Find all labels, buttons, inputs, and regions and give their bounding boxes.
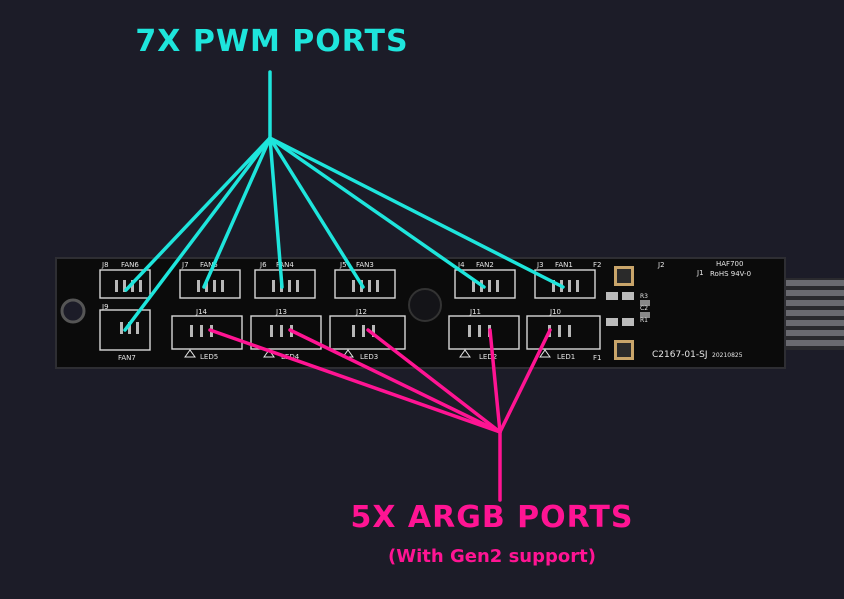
label-r3: R3 [640, 293, 648, 300]
header-led3 [329, 315, 406, 350]
label-j3: J3 [536, 261, 544, 269]
header-led4 [250, 315, 322, 350]
argb-callout-lines [208, 328, 552, 502]
label-fan2: FAN2 [476, 261, 494, 269]
label-j4: J4 [457, 261, 465, 269]
label-j5: J5 [339, 261, 347, 269]
header-fan6 [99, 269, 151, 299]
pwm-ports-headline: 7X PWM PORTS [135, 24, 409, 59]
label-led2: LED2 [479, 353, 497, 361]
silkscreen-labels: J8 FAN6 J7 FAN5 J6 FAN4 J5 FAN3 J4 FAN2 … [101, 260, 751, 362]
mount-hole-center [408, 288, 442, 322]
label-j7: J7 [181, 261, 189, 269]
label-haf700: HAF700 [716, 260, 743, 268]
label-c2: C2 [640, 305, 648, 312]
label-fan4: FAN4 [276, 261, 294, 269]
label-fan6: FAN6 [121, 261, 139, 269]
pwm-headers [99, 269, 596, 351]
label-fan5: FAN5 [200, 261, 218, 269]
label-fan3: FAN3 [356, 261, 374, 269]
label-led5: LED5 [200, 353, 218, 361]
label-fan7: FAN7 [118, 354, 136, 362]
label-r1: R1 [640, 317, 648, 324]
header-led5 [171, 315, 243, 350]
header-fan4 [254, 269, 316, 299]
pin1-triangle-markers [184, 349, 551, 358]
header-fan7 [99, 309, 151, 351]
header-led1 [526, 315, 601, 350]
label-j10: J10 [549, 308, 561, 316]
mount-hole-left [60, 298, 86, 324]
label-j12: J12 [355, 308, 367, 316]
argb-gen2-subheadline: (With Gen2 support) [388, 546, 596, 567]
label-board-date: 20210825 [712, 352, 743, 359]
label-j1: J1 [696, 269, 704, 277]
label-fan1: FAN1 [555, 261, 573, 269]
label-j14: J14 [195, 308, 208, 316]
header-fan3 [334, 269, 396, 299]
pwm-callout-lines [123, 70, 565, 332]
header-fan2 [454, 269, 516, 299]
label-j2: J2 [657, 261, 665, 269]
header-led2 [448, 315, 520, 350]
label-f2: F2 [593, 261, 601, 269]
argb-ports-headline: 5X ARGB PORTS [350, 500, 634, 535]
label-j13: J13 [275, 308, 287, 316]
smd-components [606, 266, 650, 360]
label-led1: LED1 [557, 353, 575, 361]
label-j8: J8 [101, 261, 109, 269]
label-led3: LED3 [360, 353, 378, 361]
header-fan1 [534, 269, 596, 299]
label-j9: J9 [101, 303, 109, 311]
argb-headers [171, 315, 601, 350]
label-j11: J11 [469, 308, 481, 316]
label-rohs: RoHS 94V-0 [710, 270, 751, 278]
label-board-code: C2167-01-SJ [652, 350, 708, 360]
label-j6: J6 [259, 261, 267, 269]
label-f1: F1 [593, 354, 601, 362]
